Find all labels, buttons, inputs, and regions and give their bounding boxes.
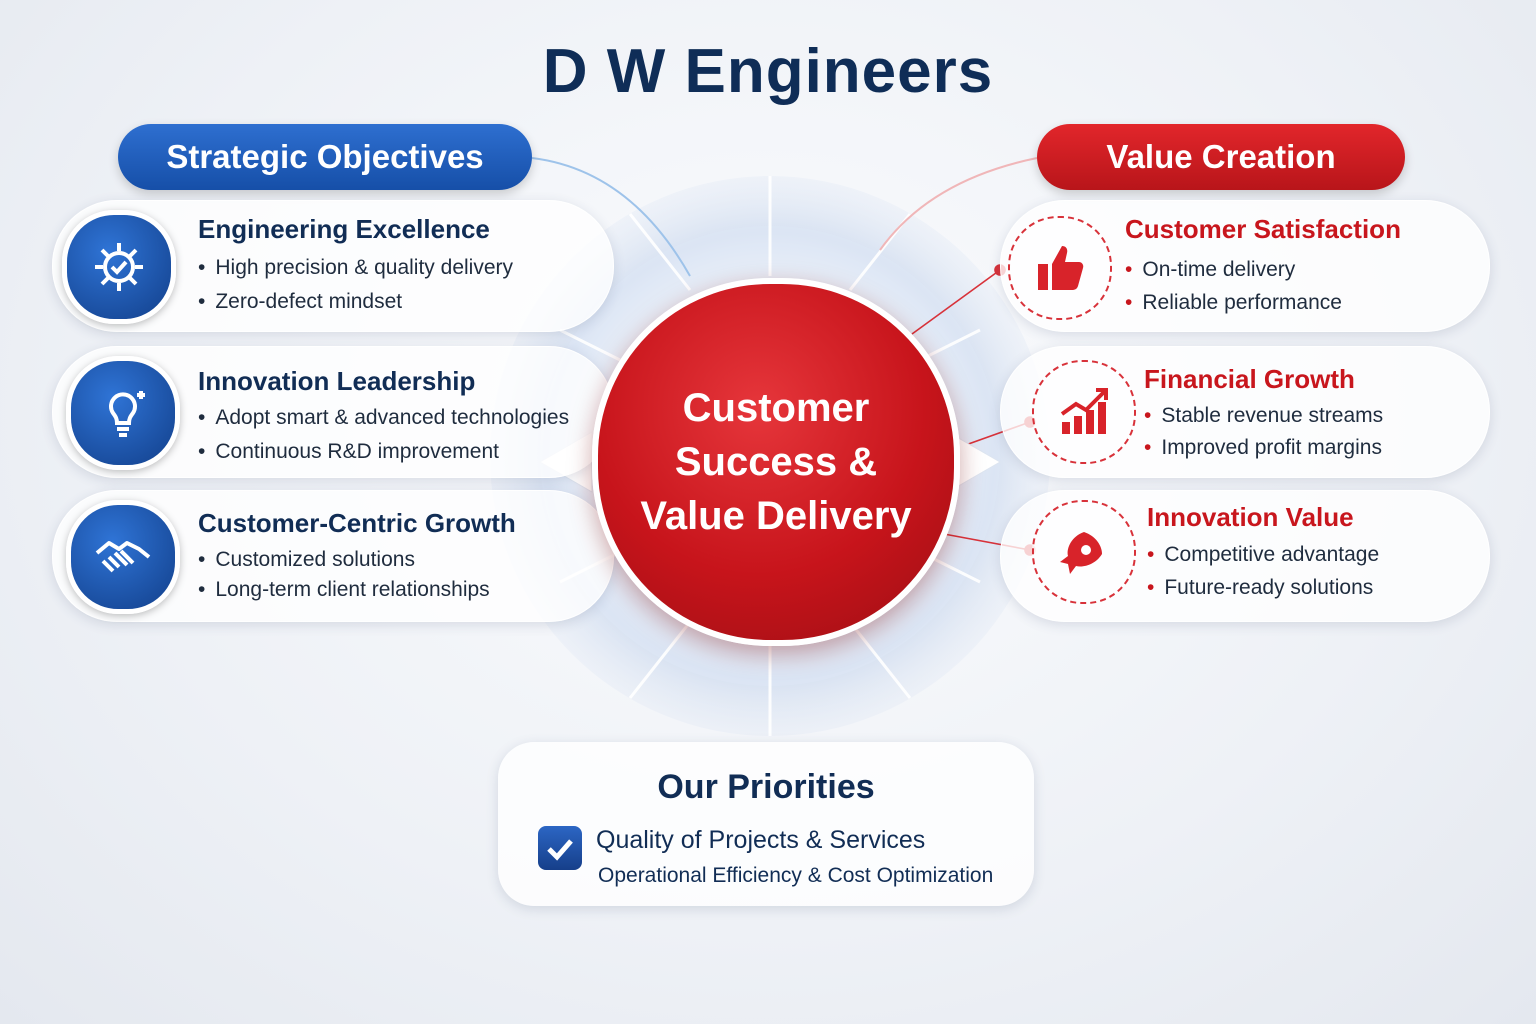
value-creation-header: Value Creation xyxy=(1037,124,1405,190)
card-title: Customer Satisfaction xyxy=(1125,214,1401,244)
priority-item: Operational Efficiency & Cost Optimizati… xyxy=(598,864,994,887)
bullet: Future-ready solutions xyxy=(1147,576,1373,600)
bullet: Improved profit margins xyxy=(1144,436,1382,460)
card-title: Engineering Excellence xyxy=(198,214,490,244)
card-title: Innovation Leadership xyxy=(198,366,476,396)
card-title: Customer-Centric Growth xyxy=(198,508,516,538)
bullet: Long-term client relationships xyxy=(198,578,489,602)
priority-item: Quality of Projects & Services xyxy=(596,826,926,854)
bullet: Zero-defect mindset xyxy=(198,290,402,314)
left-connector-curve xyxy=(531,157,691,277)
center-text: Customer Success & Value Delivery xyxy=(640,386,912,538)
handshake-icon xyxy=(66,500,180,614)
rocket-icon xyxy=(1032,500,1136,604)
bullet: High precision & quality delivery xyxy=(198,256,513,280)
ring-spokes xyxy=(559,176,981,736)
strategic-objectives-header: Strategic Objectives xyxy=(118,124,532,190)
priorities-panel: Our Priorities Quality of Projects & Ser… xyxy=(498,742,1034,906)
page-title: D W Engineers xyxy=(542,37,994,106)
bullet: Adopt smart & advanced technologies xyxy=(198,406,569,430)
bullet: Continuous R&D improvement xyxy=(198,440,499,464)
bullet: Reliable performance xyxy=(1125,291,1342,315)
bullet: Stable revenue streams xyxy=(1144,404,1383,428)
card-title: Financial Growth xyxy=(1144,364,1355,394)
priorities-title: Our Priorities xyxy=(657,768,875,806)
bullet: Customized solutions xyxy=(198,548,415,572)
center-circle: Customer Success & Value Delivery xyxy=(592,278,960,646)
right-connector-curve xyxy=(879,157,1038,251)
bullet: Competitive advantage xyxy=(1147,543,1379,567)
thumbs-up-icon xyxy=(1008,216,1112,320)
bullet: On-time delivery xyxy=(1125,258,1295,282)
gear-check-icon xyxy=(62,210,176,324)
lightbulb-icon xyxy=(66,356,180,470)
card-title: Innovation Value xyxy=(1147,502,1354,532)
growth-chart-icon xyxy=(1032,360,1136,464)
checkbox-checked-icon xyxy=(538,826,582,870)
